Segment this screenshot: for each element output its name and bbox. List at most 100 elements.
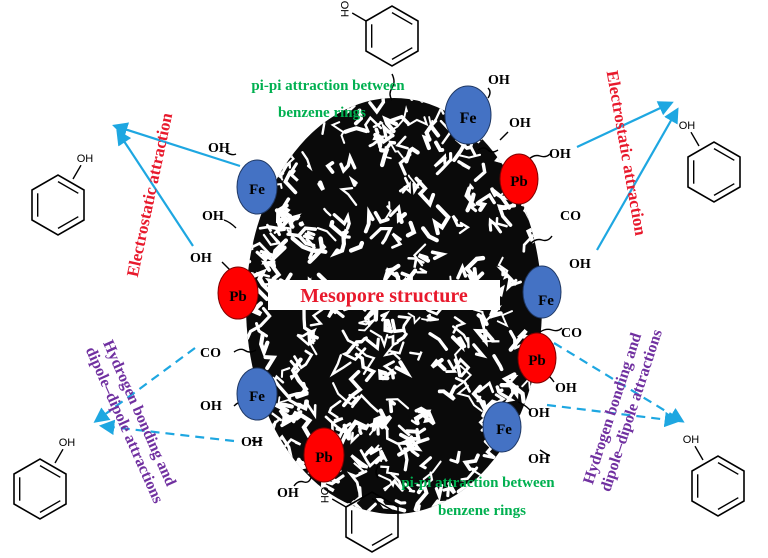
pore-channel [381, 122, 395, 139]
pore-channel [434, 140, 445, 153]
pore-channel [394, 360, 413, 379]
pore-channel [262, 131, 279, 147]
pore-channel [378, 474, 395, 488]
pore-channel [428, 332, 449, 351]
pore-channel [389, 472, 404, 492]
functional-groups: OH OH OH CO OH CO OH OH OH OH OH OH CO O… [190, 73, 591, 501]
electrostatic-label-left: Electrostatic attraction [123, 111, 176, 279]
pore-channel [506, 278, 522, 292]
pore-channel [435, 152, 453, 176]
phenol-oh-label: OH [318, 487, 330, 504]
pore-channel [249, 99, 259, 119]
hbond-arrow-right-top [553, 342, 685, 423]
pore-channel [390, 318, 405, 334]
pore-channel [488, 217, 503, 234]
hydroxyl-bond [72, 164, 82, 180]
benzene-ring [13, 458, 67, 520]
pore-channel [495, 385, 504, 394]
co-group: CO [561, 326, 582, 341]
pore-channel [477, 380, 495, 394]
pore-channel [447, 481, 457, 495]
pore-channel [383, 318, 394, 334]
pore-channel [428, 116, 434, 129]
lead-ion-1: Pb [499, 153, 539, 205]
pore-channel [327, 305, 345, 319]
pore-channel [249, 105, 275, 129]
double-bond [57, 216, 79, 230]
pore-channel [296, 226, 317, 238]
pore-channel [501, 134, 516, 144]
electrostatic-arrow-right-bottom [596, 107, 679, 251]
pore-channel [496, 98, 514, 112]
double-bond [371, 533, 393, 547]
pore-channel [434, 483, 444, 502]
iron-ion-2: Fe [236, 159, 278, 215]
pore-channel [261, 439, 279, 463]
pore-channel [456, 384, 483, 412]
pore-channel [378, 148, 390, 168]
pore-channel [416, 267, 428, 274]
pore-channel [246, 306, 272, 340]
pore-channel [369, 227, 393, 245]
pore-channel [309, 308, 324, 327]
oh-group: OH [241, 435, 263, 450]
phenol-left-top: OH [31, 153, 93, 236]
pore-channel [407, 504, 421, 514]
pore-channel [306, 403, 317, 420]
pore-channel [425, 305, 444, 316]
pb-label: Pb [528, 353, 546, 369]
pore-channel [377, 368, 390, 381]
pore-channel [405, 220, 417, 238]
pore-channel [421, 318, 440, 322]
pore-channel [262, 232, 281, 246]
pore-channel [274, 500, 295, 514]
pore-channel [421, 226, 439, 243]
pore-channel [505, 108, 520, 118]
benzene-ring [691, 455, 745, 517]
pore-channel [246, 98, 263, 107]
double-bond [391, 47, 413, 61]
pore-channel [413, 480, 429, 512]
pore-channel [409, 351, 423, 361]
pore-channel [330, 417, 344, 435]
pore-channel [258, 332, 270, 358]
pore-channel [374, 452, 385, 465]
hydroxyl-bond [351, 12, 367, 22]
double-bond [717, 497, 739, 511]
pore-channel [301, 151, 313, 172]
pore-channel [414, 176, 436, 208]
pore-channel [263, 355, 278, 371]
pore-channel [457, 160, 471, 170]
benzene-ring [687, 141, 741, 203]
pore-channel [454, 376, 471, 393]
electrostatic-arrow-left-top [112, 122, 241, 168]
hbond-arrow-left-top [93, 347, 196, 423]
pore-channel [450, 335, 467, 353]
fe-label: Fe [538, 293, 554, 309]
lead-ion-3: Pb [517, 332, 557, 384]
oh-group: OH [200, 399, 222, 414]
pore-channel [396, 439, 408, 453]
pore-channel [260, 260, 282, 281]
pore-channel [371, 408, 387, 432]
pore-channel [458, 221, 471, 235]
pore-channel [279, 208, 295, 229]
hydroxyl-bond [331, 498, 347, 508]
phenol-bottom: OH [318, 487, 399, 553]
pore-channel [472, 343, 488, 359]
pore-channel [288, 398, 303, 411]
pore-channel [373, 133, 395, 145]
pore-channel [391, 232, 403, 249]
pore-channel [343, 126, 369, 134]
pore-channel [263, 98, 279, 125]
pore-channel [388, 204, 402, 219]
pore-channel [271, 376, 292, 400]
pore-channel [332, 211, 351, 230]
pore-channel [458, 153, 482, 159]
pore-channel [246, 453, 256, 467]
pore-channel [287, 457, 301, 471]
pore-channel [363, 445, 380, 458]
pore-channel [276, 218, 284, 232]
pore-channel [348, 240, 365, 253]
